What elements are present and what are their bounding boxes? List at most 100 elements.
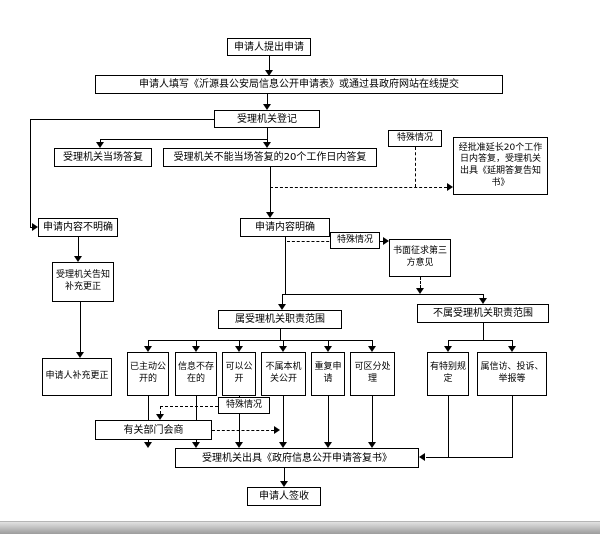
node-not-this-authority: 不属本机关公开	[261, 352, 306, 396]
connector-line	[196, 340, 197, 346]
connector-line	[30, 119, 214, 120]
node-fill-application-form: 申请人填写《沂源县公安局信息公开申请表》或通过县政府网站在线提交	[95, 75, 503, 94]
connector-line	[148, 340, 373, 341]
connector-line	[512, 396, 513, 457]
node-content-unclear: 申请内容不明确	[38, 218, 118, 237]
node-onspot-reply: 受理机关当场答复	[54, 148, 152, 167]
dashed-connector-line	[415, 147, 416, 187]
arrow-down-icon	[368, 346, 376, 352]
node-separable-handling: 可区分处理	[350, 352, 395, 396]
node-can-be-public: 可以公开	[222, 352, 256, 396]
node-within-authority-scope: 属受理机关职责范围	[218, 310, 342, 329]
connector-line	[100, 139, 101, 142]
connector-line	[448, 340, 449, 346]
arrow-down-icon	[263, 142, 271, 148]
dashed-connector-line	[160, 406, 218, 407]
node-special-case-2: 特殊情况	[330, 232, 380, 249]
node-special-provisions: 有特别规定	[427, 352, 469, 396]
connector-line	[78, 237, 79, 256]
arrow-right-icon	[274, 426, 280, 434]
connector-line	[282, 294, 283, 304]
node-applicant-submit: 申请人提出申请	[227, 38, 311, 56]
node-petition-complaint-report: 属信访、投诉、举报等	[477, 352, 547, 396]
arrow-down-icon	[278, 304, 286, 310]
connector-line	[284, 468, 285, 481]
node-applicant-sign-receipt: 申请人签收	[247, 487, 321, 506]
node-issue-reply-document: 受理机关出具《政府信息公开申请答复书》	[175, 448, 419, 468]
node-content-clear: 申请内容明确	[240, 218, 330, 237]
node-info-not-exist: 信息不存在的	[175, 352, 217, 396]
connector-line	[372, 340, 373, 346]
connector-line	[280, 329, 281, 340]
node-special-case-1: 特殊情况	[388, 130, 442, 147]
connector-line	[100, 139, 268, 140]
arrow-down-icon	[324, 442, 332, 448]
dashed-connector-line	[160, 406, 161, 414]
connector-line	[267, 128, 268, 139]
connector-line	[328, 396, 329, 442]
connector-line	[285, 237, 286, 294]
connector-line	[282, 294, 483, 295]
arrow-down-icon	[479, 298, 487, 304]
arrow-down-icon	[263, 104, 271, 110]
node-reply-within-20-days: 受理机关不能当场答复的20个工作日内答复	[163, 148, 377, 167]
node-third-party-opinion: 书面征求第三方意见	[389, 239, 451, 277]
arrow-down-icon	[235, 442, 243, 448]
arrow-down-icon	[368, 442, 376, 448]
arrow-down-icon	[96, 142, 104, 148]
connector-line	[267, 139, 268, 142]
arrow-down-icon	[76, 352, 84, 358]
arrow-down-icon	[235, 346, 243, 352]
node-special-case-3: 特殊情况	[218, 397, 270, 414]
arrow-down-icon	[416, 288, 424, 294]
connector-line	[80, 302, 81, 352]
arrow-down-icon	[192, 442, 200, 448]
connector-line	[196, 396, 197, 442]
arrow-right-icon	[32, 223, 38, 231]
node-already-public: 已主动公开的	[127, 352, 169, 396]
arrow-left-icon	[419, 453, 425, 461]
dashed-connector-line	[270, 187, 447, 188]
connector-line	[512, 340, 513, 346]
node-notify-supplement-correction: 受理机关告知补充更正	[52, 262, 114, 302]
connector-line	[270, 167, 271, 212]
connector-line	[239, 396, 240, 442]
arrow-down-icon	[279, 442, 287, 448]
connector-line	[283, 340, 284, 346]
arrow-down-icon	[156, 414, 164, 420]
arrow-down-icon	[144, 442, 152, 448]
connector-line	[30, 119, 31, 228]
node-outside-authority-scope: 不属受理机关职责范围	[417, 304, 549, 323]
node-authority-register: 受理机关登记	[214, 110, 320, 128]
connector-line	[267, 94, 268, 104]
arrow-down-icon	[280, 481, 288, 487]
connector-line	[148, 340, 149, 346]
connector-line	[483, 294, 484, 298]
node-repeated-application: 重复申请	[311, 352, 345, 396]
dashed-connector-line	[212, 430, 274, 431]
arrow-down-icon	[74, 256, 82, 262]
node-extended-reply-notice: 经批准延长20个工作日内答复，受理机关出具《延期答复告知书》	[453, 137, 548, 195]
connector-line	[328, 340, 329, 346]
connector-line	[448, 340, 513, 341]
node-applicant-supplement-correction: 申请人补充更正	[42, 358, 112, 396]
window-bottom-edge	[0, 521, 600, 534]
arrow-down-icon	[508, 346, 516, 352]
node-department-consultation: 有关部门会商	[95, 420, 212, 440]
connector-line	[483, 323, 484, 340]
connector-line	[239, 340, 240, 346]
arrow-right-icon	[383, 237, 389, 245]
connector-line	[283, 396, 284, 442]
connector-line	[372, 396, 373, 442]
arrow-down-icon	[279, 346, 287, 352]
arrow-down-icon	[444, 346, 452, 352]
arrow-down-icon	[324, 346, 332, 352]
connector-line	[269, 56, 270, 70]
arrow-right-icon	[447, 183, 453, 191]
connector-line	[148, 396, 149, 442]
connector-line	[426, 457, 513, 458]
dashed-connector-line	[420, 277, 421, 288]
connector-line	[448, 396, 449, 457]
arrow-down-icon	[144, 346, 152, 352]
